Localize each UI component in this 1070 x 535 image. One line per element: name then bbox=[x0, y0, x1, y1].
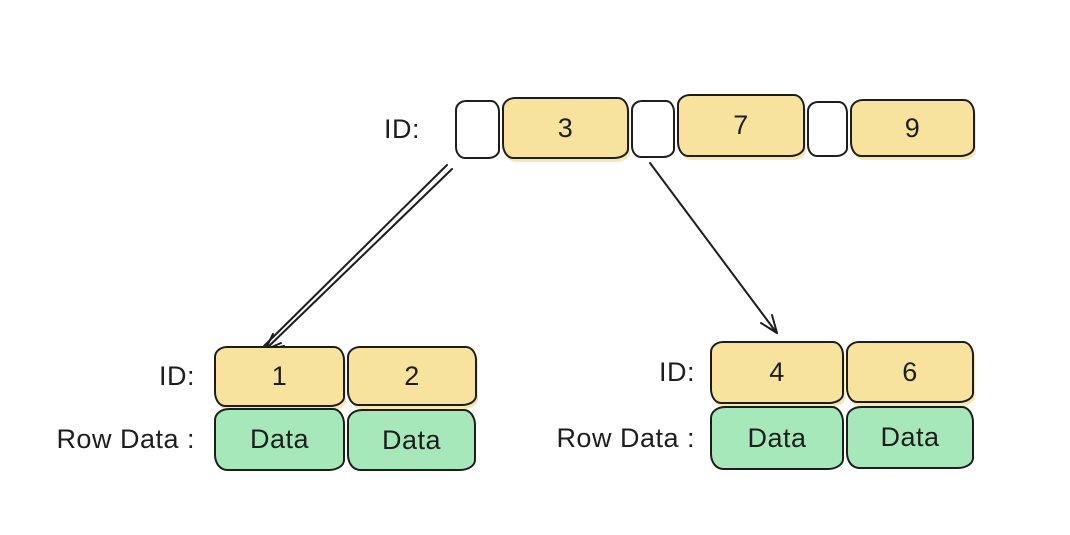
left-leaf-id-label: ID: bbox=[158, 361, 195, 391]
root-id-label: ID: bbox=[383, 113, 420, 144]
left-leaf-key-cell-0: 1 bbox=[214, 346, 345, 407]
left-leaf-data-cell-1: Data bbox=[347, 409, 476, 471]
right-leaf-id-label: ID: bbox=[658, 357, 695, 387]
left-leaf-key-cell-1: 2 bbox=[347, 346, 477, 406]
arrow-right-head bbox=[760, 314, 778, 334]
right-leaf-key-cell-1: 6 bbox=[846, 341, 974, 403]
right-leaf-row-data-label: Row Data : bbox=[556, 422, 695, 453]
right-leaf-data-cell-1: Data bbox=[846, 406, 974, 469]
root-key-cell-1: 7 bbox=[677, 94, 805, 157]
left-leaf-row-data-label: Row Data : bbox=[56, 424, 195, 454]
left-leaf-data-cell-0: Data bbox=[214, 408, 345, 471]
root-pointer-cell-0 bbox=[455, 100, 500, 159]
root-key-cell-2: 9 bbox=[850, 99, 975, 157]
arrow-left-line-sketch bbox=[263, 164, 448, 347]
right-leaf-key-cell-0: 4 bbox=[710, 341, 844, 404]
arrow-left-line bbox=[266, 168, 453, 349]
root-key-cell-0: 3 bbox=[502, 97, 629, 159]
arrow-root-to-left-leaf bbox=[263, 164, 453, 351]
arrow-right-line bbox=[649, 162, 777, 333]
root-pointer-cell-2 bbox=[807, 101, 848, 157]
root-pointer-cell-1 bbox=[631, 100, 675, 158]
arrow-right-head-sketch bbox=[768, 327, 778, 334]
right-leaf-data-cell-0: Data bbox=[710, 406, 844, 470]
arrow-root-to-right-leaf bbox=[649, 162, 778, 334]
